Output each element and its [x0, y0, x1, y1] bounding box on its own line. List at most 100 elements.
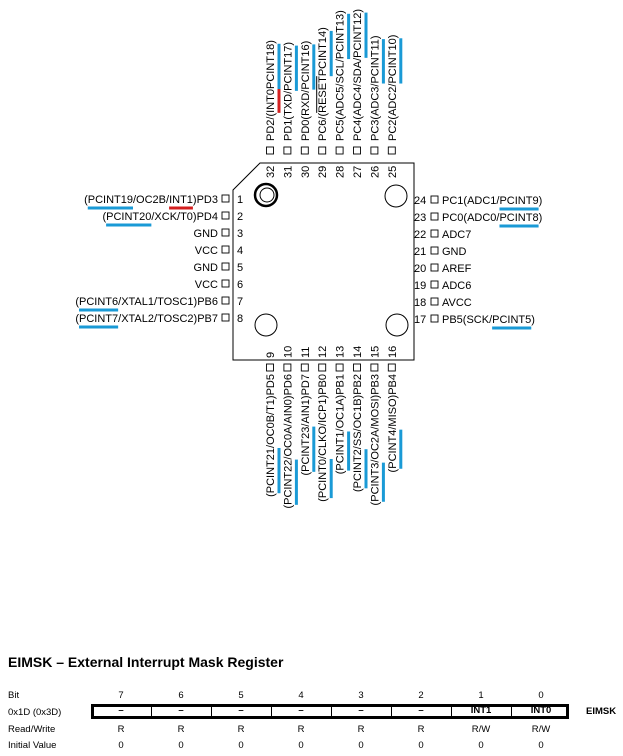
pin-number: 31: [282, 166, 294, 178]
register-title: EIMSK – External Interrupt Mask Register: [8, 654, 284, 670]
pin-label-segment: PCINT19: [88, 194, 133, 206]
pin-label-segment: PB6: [197, 296, 218, 308]
pin-label-segment: PCINT23: [300, 427, 312, 472]
pin-pad: [221, 194, 230, 203]
pcint-highlight: [106, 223, 152, 227]
pin-number: 1: [237, 194, 243, 206]
pin-label-segment: PCINT22: [282, 460, 294, 505]
pin-label-segment: AVCC: [442, 297, 472, 309]
pin-pad: [430, 195, 439, 204]
pin-pad: [430, 246, 439, 255]
pin-pad: [335, 146, 344, 155]
bit-name: –: [238, 705, 244, 716]
pin-label-segment: PC2: [387, 120, 399, 141]
pin-label-segment: /XTAL2/TOSC2): [118, 313, 197, 325]
pcint-highlight: [381, 39, 385, 84]
pcint-highlight: [364, 449, 368, 489]
pcint-highlight: [79, 325, 119, 329]
pin-label-segment: GND: [194, 262, 219, 274]
pin-label-segment: (: [102, 211, 106, 223]
init-value: 0: [118, 740, 124, 751]
pin-label-segment: PCINT5: [492, 314, 531, 326]
address-row-label: 0x1D (0x3D): [8, 707, 62, 718]
pcint-highlight: [364, 12, 368, 58]
pin-label-segment: (ADC0/: [463, 212, 500, 224]
pin-label-segment: /AIN1): [300, 395, 312, 426]
pin-label-segment: ): [369, 35, 381, 39]
bit-divider: [211, 707, 212, 716]
pin-pad: [221, 296, 230, 305]
init-value: 0: [358, 740, 364, 751]
pin-label-segment: (ADC1/: [463, 195, 500, 207]
bit-name: –: [358, 705, 364, 716]
pin-number: 23: [414, 212, 426, 224]
pcint-highlight: [399, 429, 403, 469]
pcint-highlight: [277, 89, 281, 113]
pin-number: 10: [282, 346, 294, 358]
pin-pad: [430, 212, 439, 221]
rw-value: R: [117, 724, 125, 735]
pin-label-segment: PCINT3: [369, 463, 381, 502]
pin-number: 20: [414, 263, 426, 275]
pin-18: 18 AVCC: [414, 297, 472, 309]
pcint-highlight: [329, 30, 333, 77]
bit-divider: [511, 707, 512, 716]
pin-number: 15: [369, 346, 381, 358]
pin-pad: [300, 146, 309, 155]
pin-pad: [370, 363, 379, 372]
pin-label-segment: (: [335, 470, 347, 474]
pin-number: 13: [335, 346, 347, 358]
pin-label-segment: ): [282, 42, 294, 46]
pin-label-segment: (ADC2/: [387, 83, 399, 120]
pin-label-segment: ): [539, 195, 543, 207]
pin-label-segment: ): [265, 40, 277, 44]
pin-number: 14: [352, 346, 364, 358]
pin-pad: [221, 228, 230, 237]
pin-number: 9: [265, 352, 277, 358]
pin-label-segment: /: [265, 116, 277, 120]
pin-label-segment: (ADC4/SDA/: [352, 57, 364, 120]
pcint-highlight: [492, 326, 532, 330]
pin-label-segment: (: [75, 313, 79, 325]
pin-label-segment: PCINT12: [352, 13, 364, 58]
pin-label-segment: /OC2A/MOSI): [369, 395, 381, 463]
pin-label-segment: ): [539, 212, 543, 224]
pin-number: 18: [414, 297, 426, 309]
init-value: 0: [538, 740, 544, 751]
pin-label-segment: PCINT17: [282, 46, 294, 91]
pin-label-segment: /OC0A/AIN0): [282, 395, 294, 459]
pin-label-segment: PCINT11: [369, 39, 381, 83]
bit-divider: [271, 707, 272, 716]
pin-number: 30: [300, 166, 312, 178]
pin-label-segment: INT1: [169, 194, 193, 206]
pin-label-segment: PCINT7: [79, 313, 118, 325]
pcint-highlight: [312, 44, 316, 90]
bit-row-label: Bit: [8, 690, 20, 701]
pin-label-segment: (RXD/: [300, 89, 312, 120]
pin-label-segment: ): [352, 9, 364, 13]
corner-mark: [385, 313, 409, 337]
bit-divider: [391, 707, 392, 716]
pcint-highlight: [399, 38, 403, 84]
pcint-highlight: [294, 45, 298, 91]
pin-label-segment: PD3: [197, 194, 218, 206]
init-value: 0: [298, 740, 304, 751]
pin-label-segment: PCINT13: [335, 14, 347, 59]
pin-label-segment: /XTAL1/TOSC1): [118, 296, 197, 308]
pin-label-segment: PD7: [300, 374, 312, 395]
bit-number: 7: [118, 690, 124, 701]
pin-label-segment: (ADC3/: [369, 83, 381, 120]
pin-label-segment: PB5: [442, 314, 463, 326]
pcint-highlight: [277, 43, 281, 90]
pin-pad: [387, 146, 396, 155]
bit-name: –: [418, 705, 424, 716]
pin-pad: [387, 363, 396, 372]
pin-number: 5: [237, 262, 243, 274]
pin-pad: [266, 146, 274, 155]
